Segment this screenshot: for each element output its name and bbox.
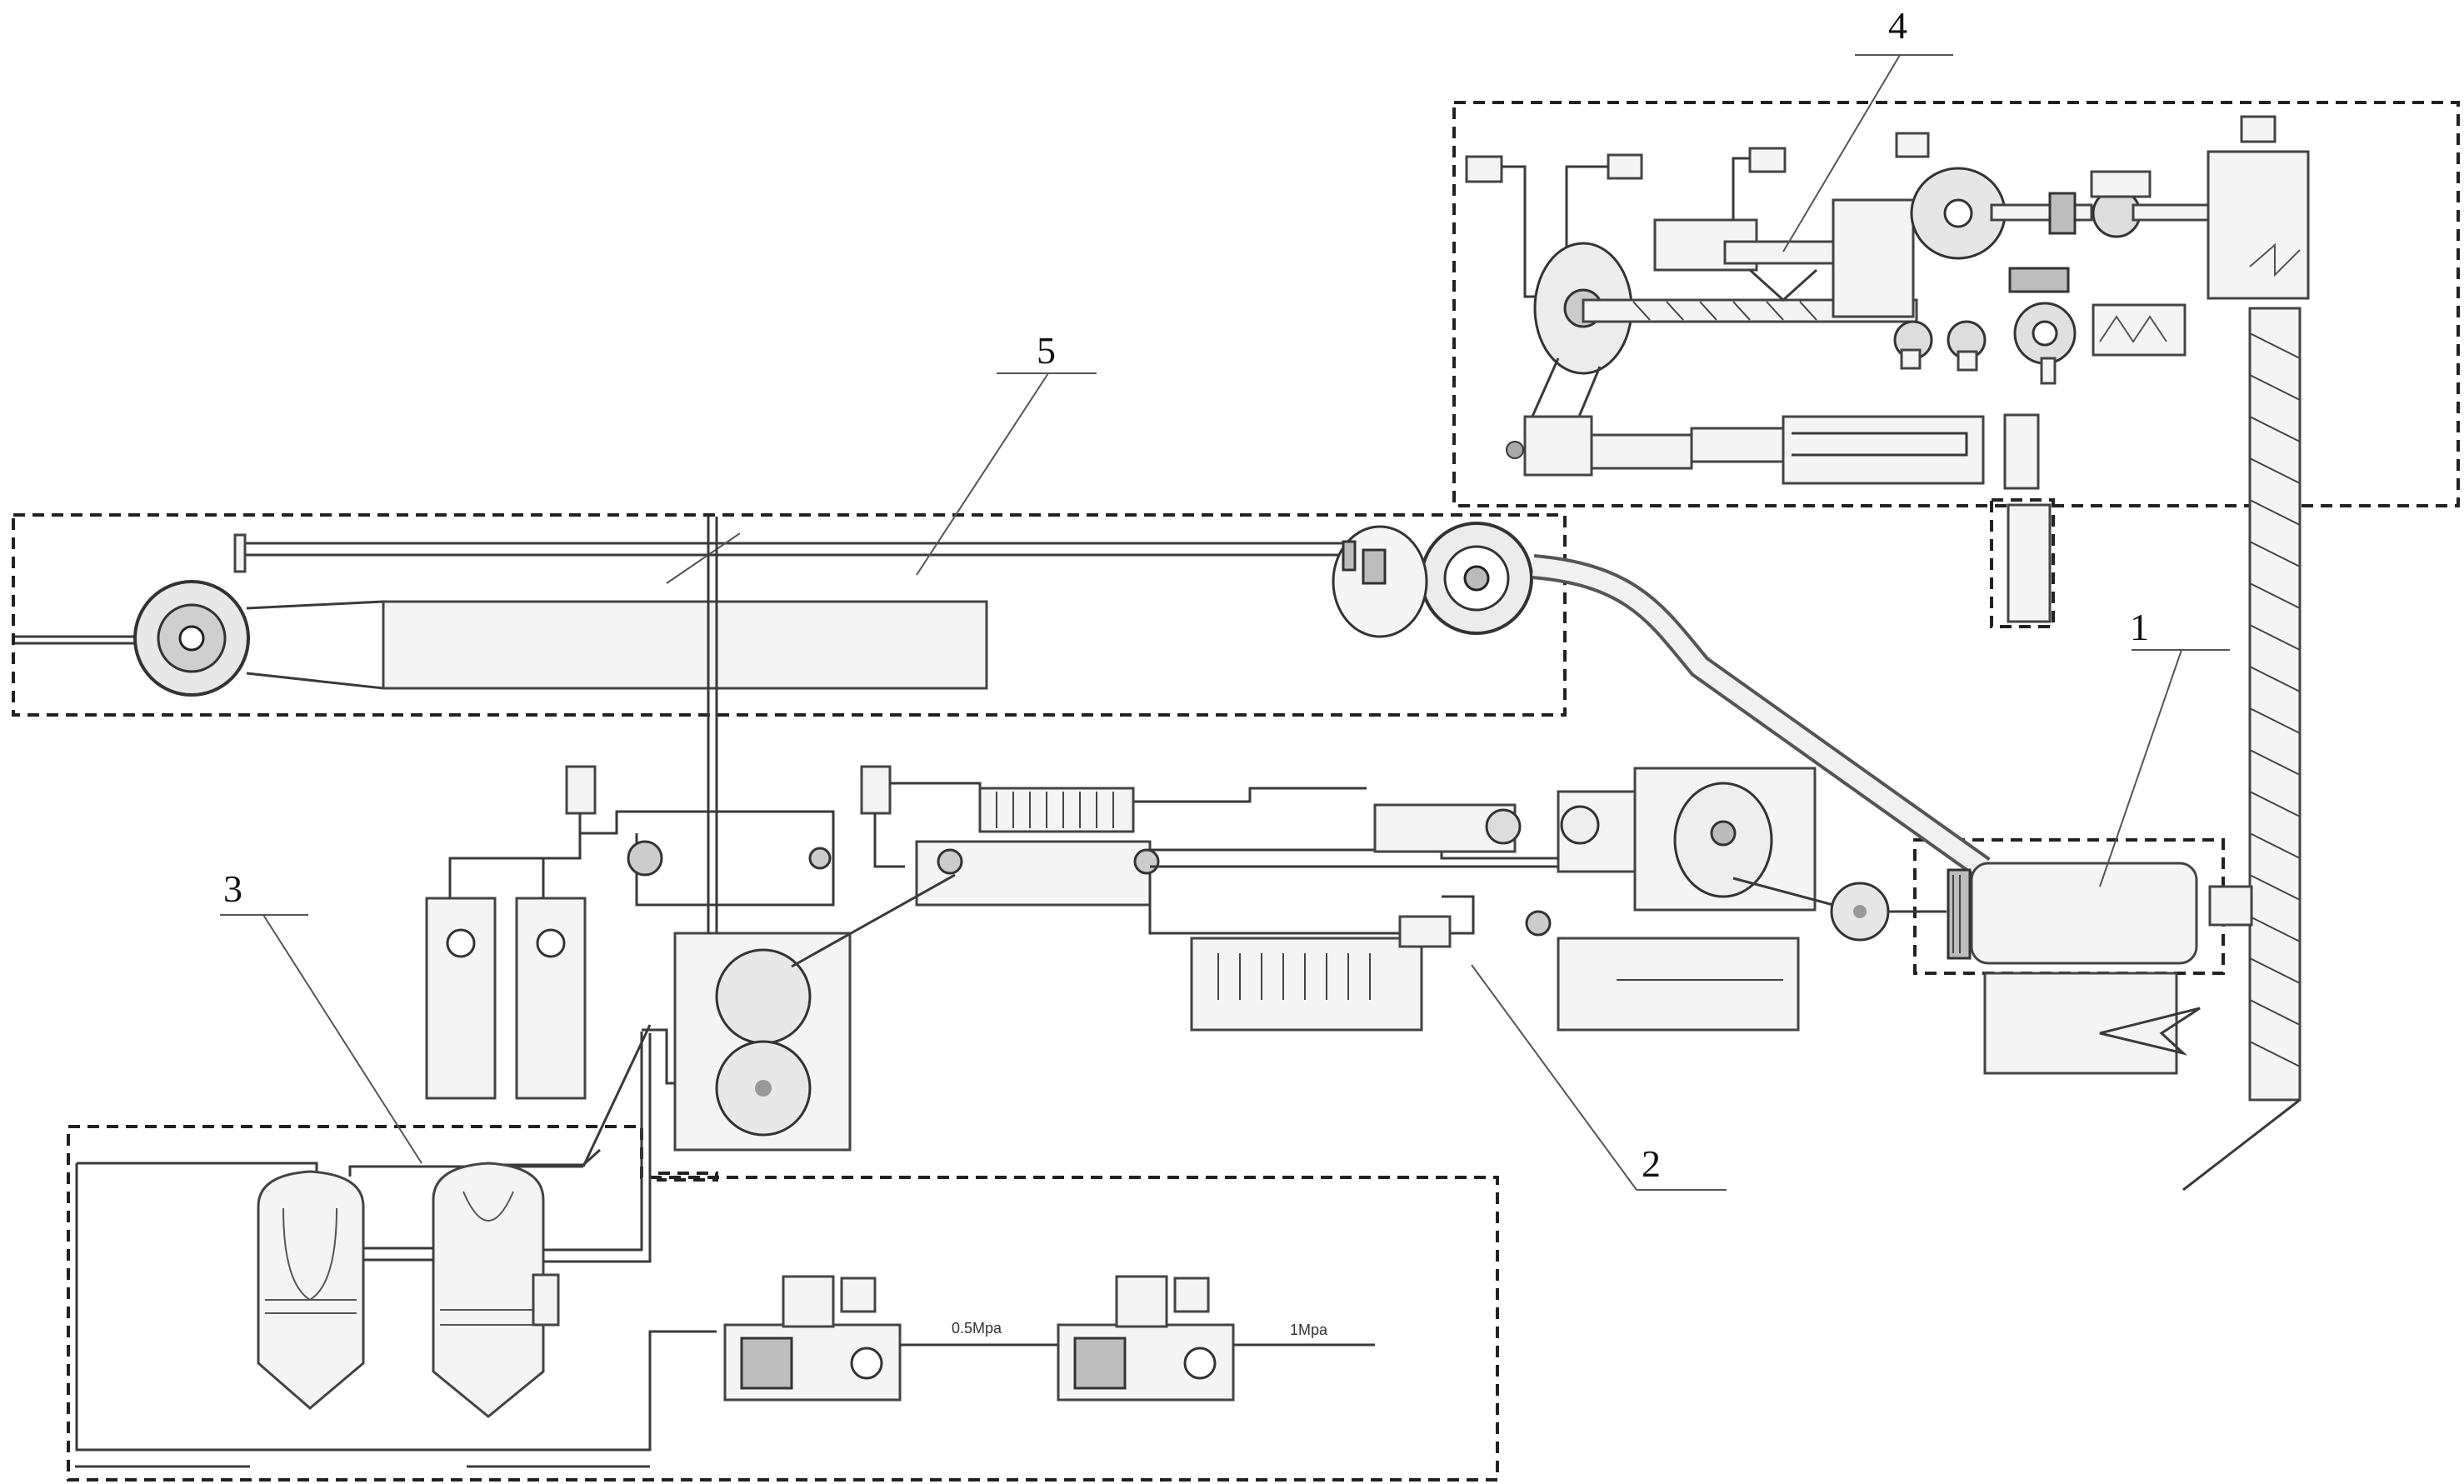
callout-5: 5 <box>1037 329 1056 372</box>
vessel-left <box>257 1170 365 1410</box>
reactor-1 <box>1947 862 2201 1075</box>
region-2-boundary <box>657 1172 718 1182</box>
outlet-boundary <box>1990 498 2055 628</box>
callouts: 4 5 1 2 3 <box>220 4 2230 1191</box>
hopper-tank <box>2207 150 2310 300</box>
gas-storage-unit <box>75 1032 1375 1468</box>
storage-tank-b <box>515 897 587 1100</box>
region-4-boundary <box>1452 101 2460 507</box>
condenser-coil <box>978 787 1135 833</box>
callout-4: 4 <box>1888 4 1907 47</box>
screw-conveyor <box>2182 307 2302 1192</box>
pressure-label-2: 1Mpa <box>1290 1322 1328 1338</box>
callout-2: 2 <box>1642 1142 1661 1185</box>
pressure-label-1: 0.5Mpa <box>952 1320 1002 1337</box>
kiln-body <box>382 600 988 690</box>
reactor-1-body <box>1970 862 2198 965</box>
callout-3: 3 <box>223 867 242 910</box>
region-5-boundary <box>12 513 1567 717</box>
region-3-boundary <box>67 1125 1499 1482</box>
vessel-right <box>432 1162 545 1418</box>
callout-1: 1 <box>2130 606 2149 648</box>
processing-line <box>425 765 1947 1167</box>
storage-tank-a <box>425 897 497 1100</box>
rotary-kiln-unit <box>15 522 1533 697</box>
feeding-system <box>1465 115 2310 623</box>
